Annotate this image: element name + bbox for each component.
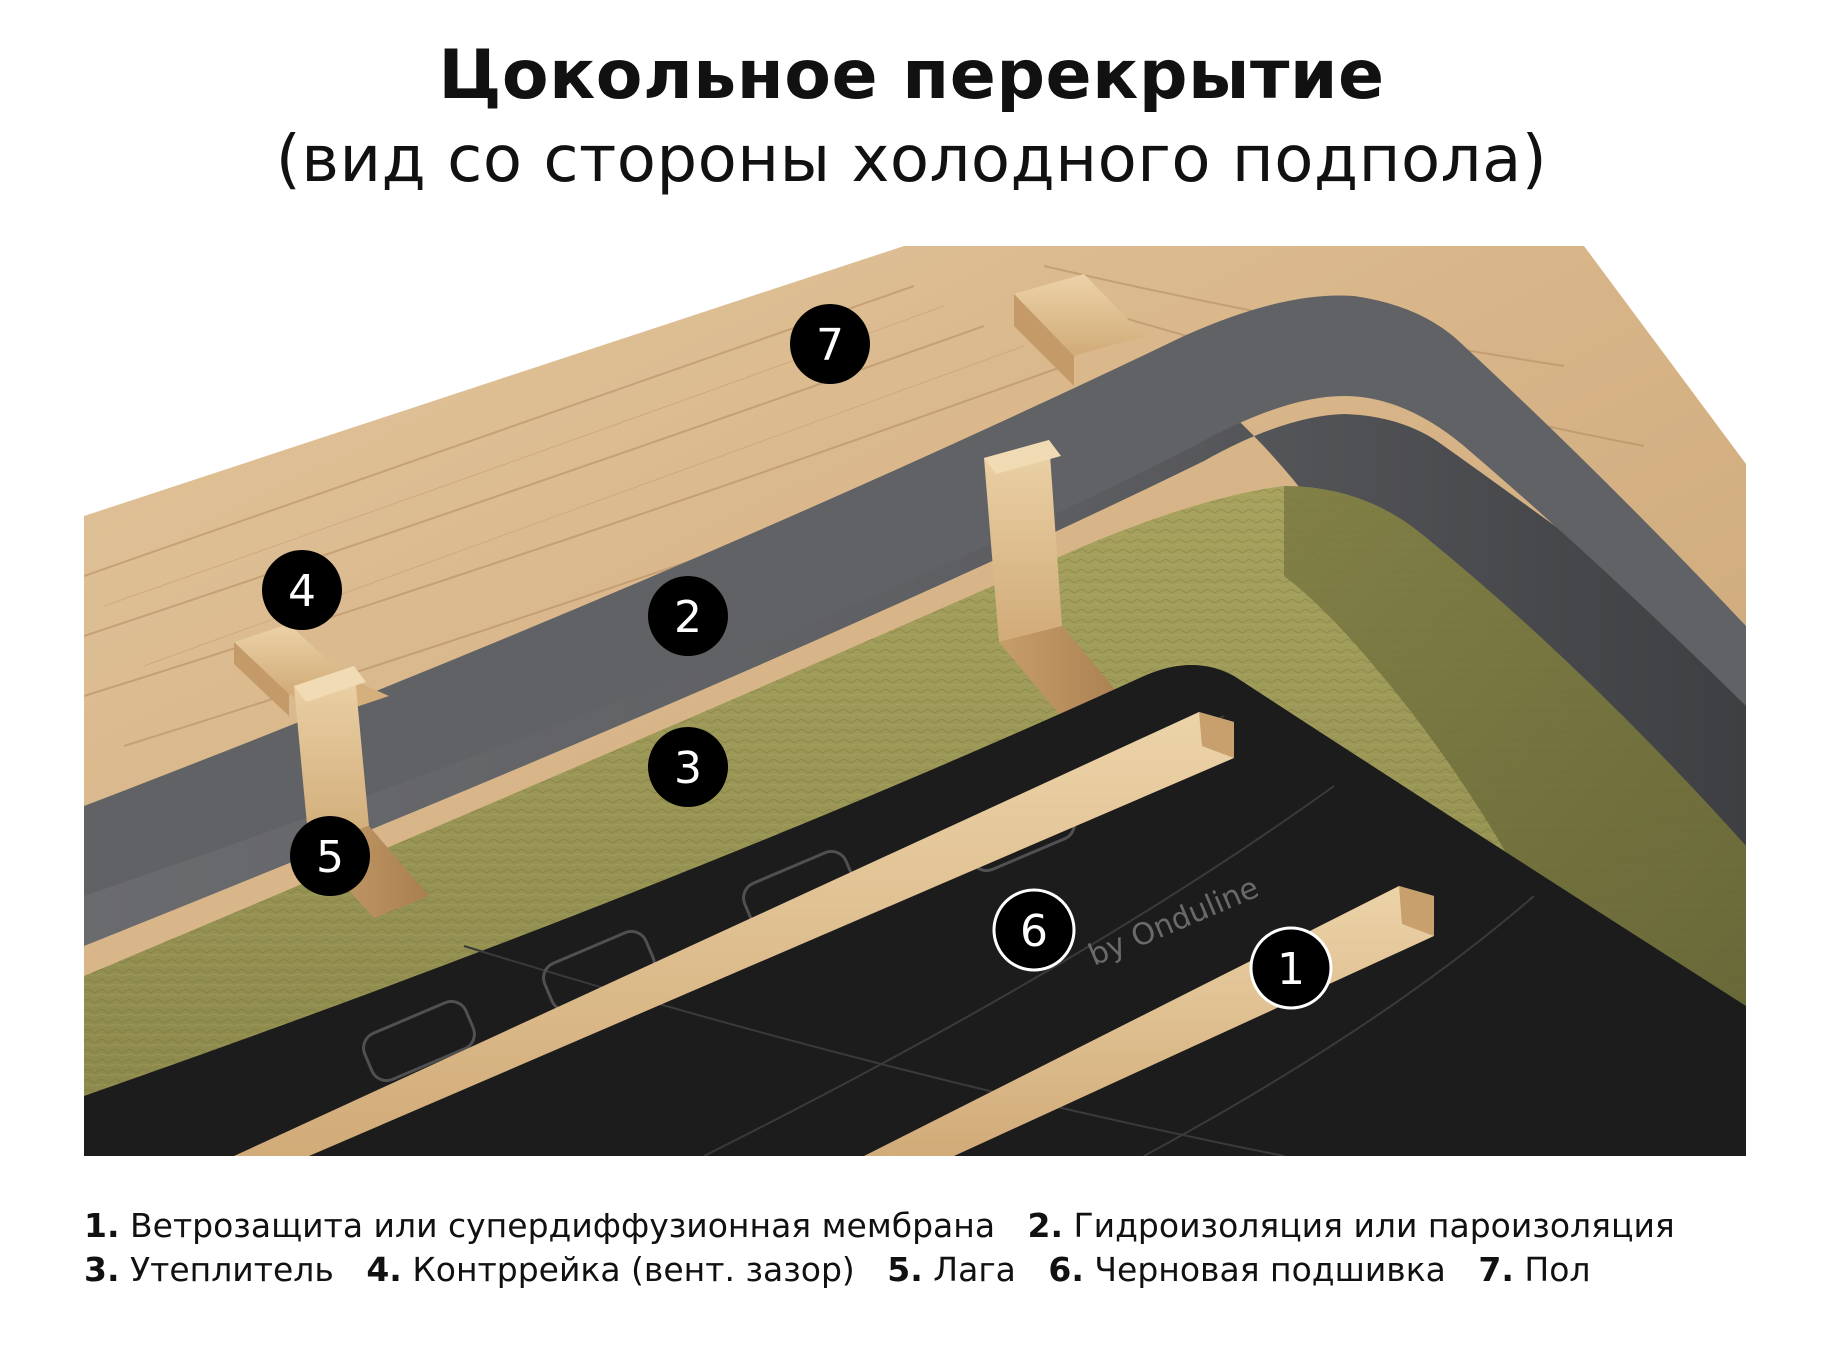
legend-num: 1. [84,1206,120,1245]
legend-num: 4. [366,1250,402,1289]
legend-num: 7. [1478,1250,1514,1289]
legend-num: 6. [1048,1250,1084,1289]
marker-6-label: 6 [1020,906,1048,957]
legend-num: 3. [84,1250,120,1289]
legend-num: 2. [1027,1206,1064,1245]
legend-item-2: 2. Гидроизоляция или пароизоляция [1028,1204,1675,1248]
legend-text: Гидроизоляция или пароизоляция [1073,1206,1675,1245]
legend-text: Контррейка (вент. зазор) [412,1250,855,1289]
marker-1-label: 1 [1277,944,1305,995]
legend-item-7: 7. Пол [1478,1248,1590,1292]
marker-4: 4 [262,550,342,630]
legend-item-1: 1. Ветрозащита или супердиффузионная мем… [84,1204,995,1248]
marker-1: 1 [1249,926,1333,1010]
marker-2-label: 2 [674,592,702,643]
legend-num: 5. [887,1250,923,1289]
legend-text: Утеплитель [130,1250,334,1289]
marker-7: 7 [790,304,870,384]
marker-4-label: 4 [288,566,316,617]
legend-item-5: 5. Лага [887,1248,1016,1292]
marker-5-label: 5 [316,832,344,883]
floor-construction-illustration: by Onduline 7 4 2 3 5 [84,246,1746,1156]
page-subtitle: (вид со стороны холодного подпола) [275,123,1548,197]
legend-row: 3. Утеплитель 4. Контррейка (вент. зазор… [84,1248,1784,1292]
page-title: Цокольное перекрытие [438,36,1385,115]
marker-7-label: 7 [816,320,844,371]
marker-3-label: 3 [674,743,702,794]
construction-diagram: by Onduline 7 4 2 3 5 [84,246,1746,1156]
legend-text: Пол [1524,1250,1591,1289]
legend-item-4: 4. Контррейка (вент. зазор) [366,1248,854,1292]
legend-text: Черновая подшивка [1094,1250,1446,1289]
barrier-membrane [84,295,1746,1056]
legend-text: Лага [933,1250,1016,1289]
counter-batten-right [1014,274,1144,386]
sheathing-batten-upper [234,712,1234,1156]
marker-6: 6 [992,888,1076,972]
legend-item-6: 6. Черновая подшивка [1048,1248,1445,1292]
legend-row: 1. Ветрозащита или супердиффузионная мем… [84,1204,1784,1248]
marker-2: 2 [648,576,728,656]
marker-5: 5 [290,816,370,896]
marker-3: 3 [648,727,728,807]
legend: 1. Ветрозащита или супердиффузионная мем… [84,1204,1784,1292]
legend-text: Ветрозащита или супердиффузионная мембра… [130,1206,996,1245]
legend-item-3: 3. Утеплитель [84,1248,334,1292]
